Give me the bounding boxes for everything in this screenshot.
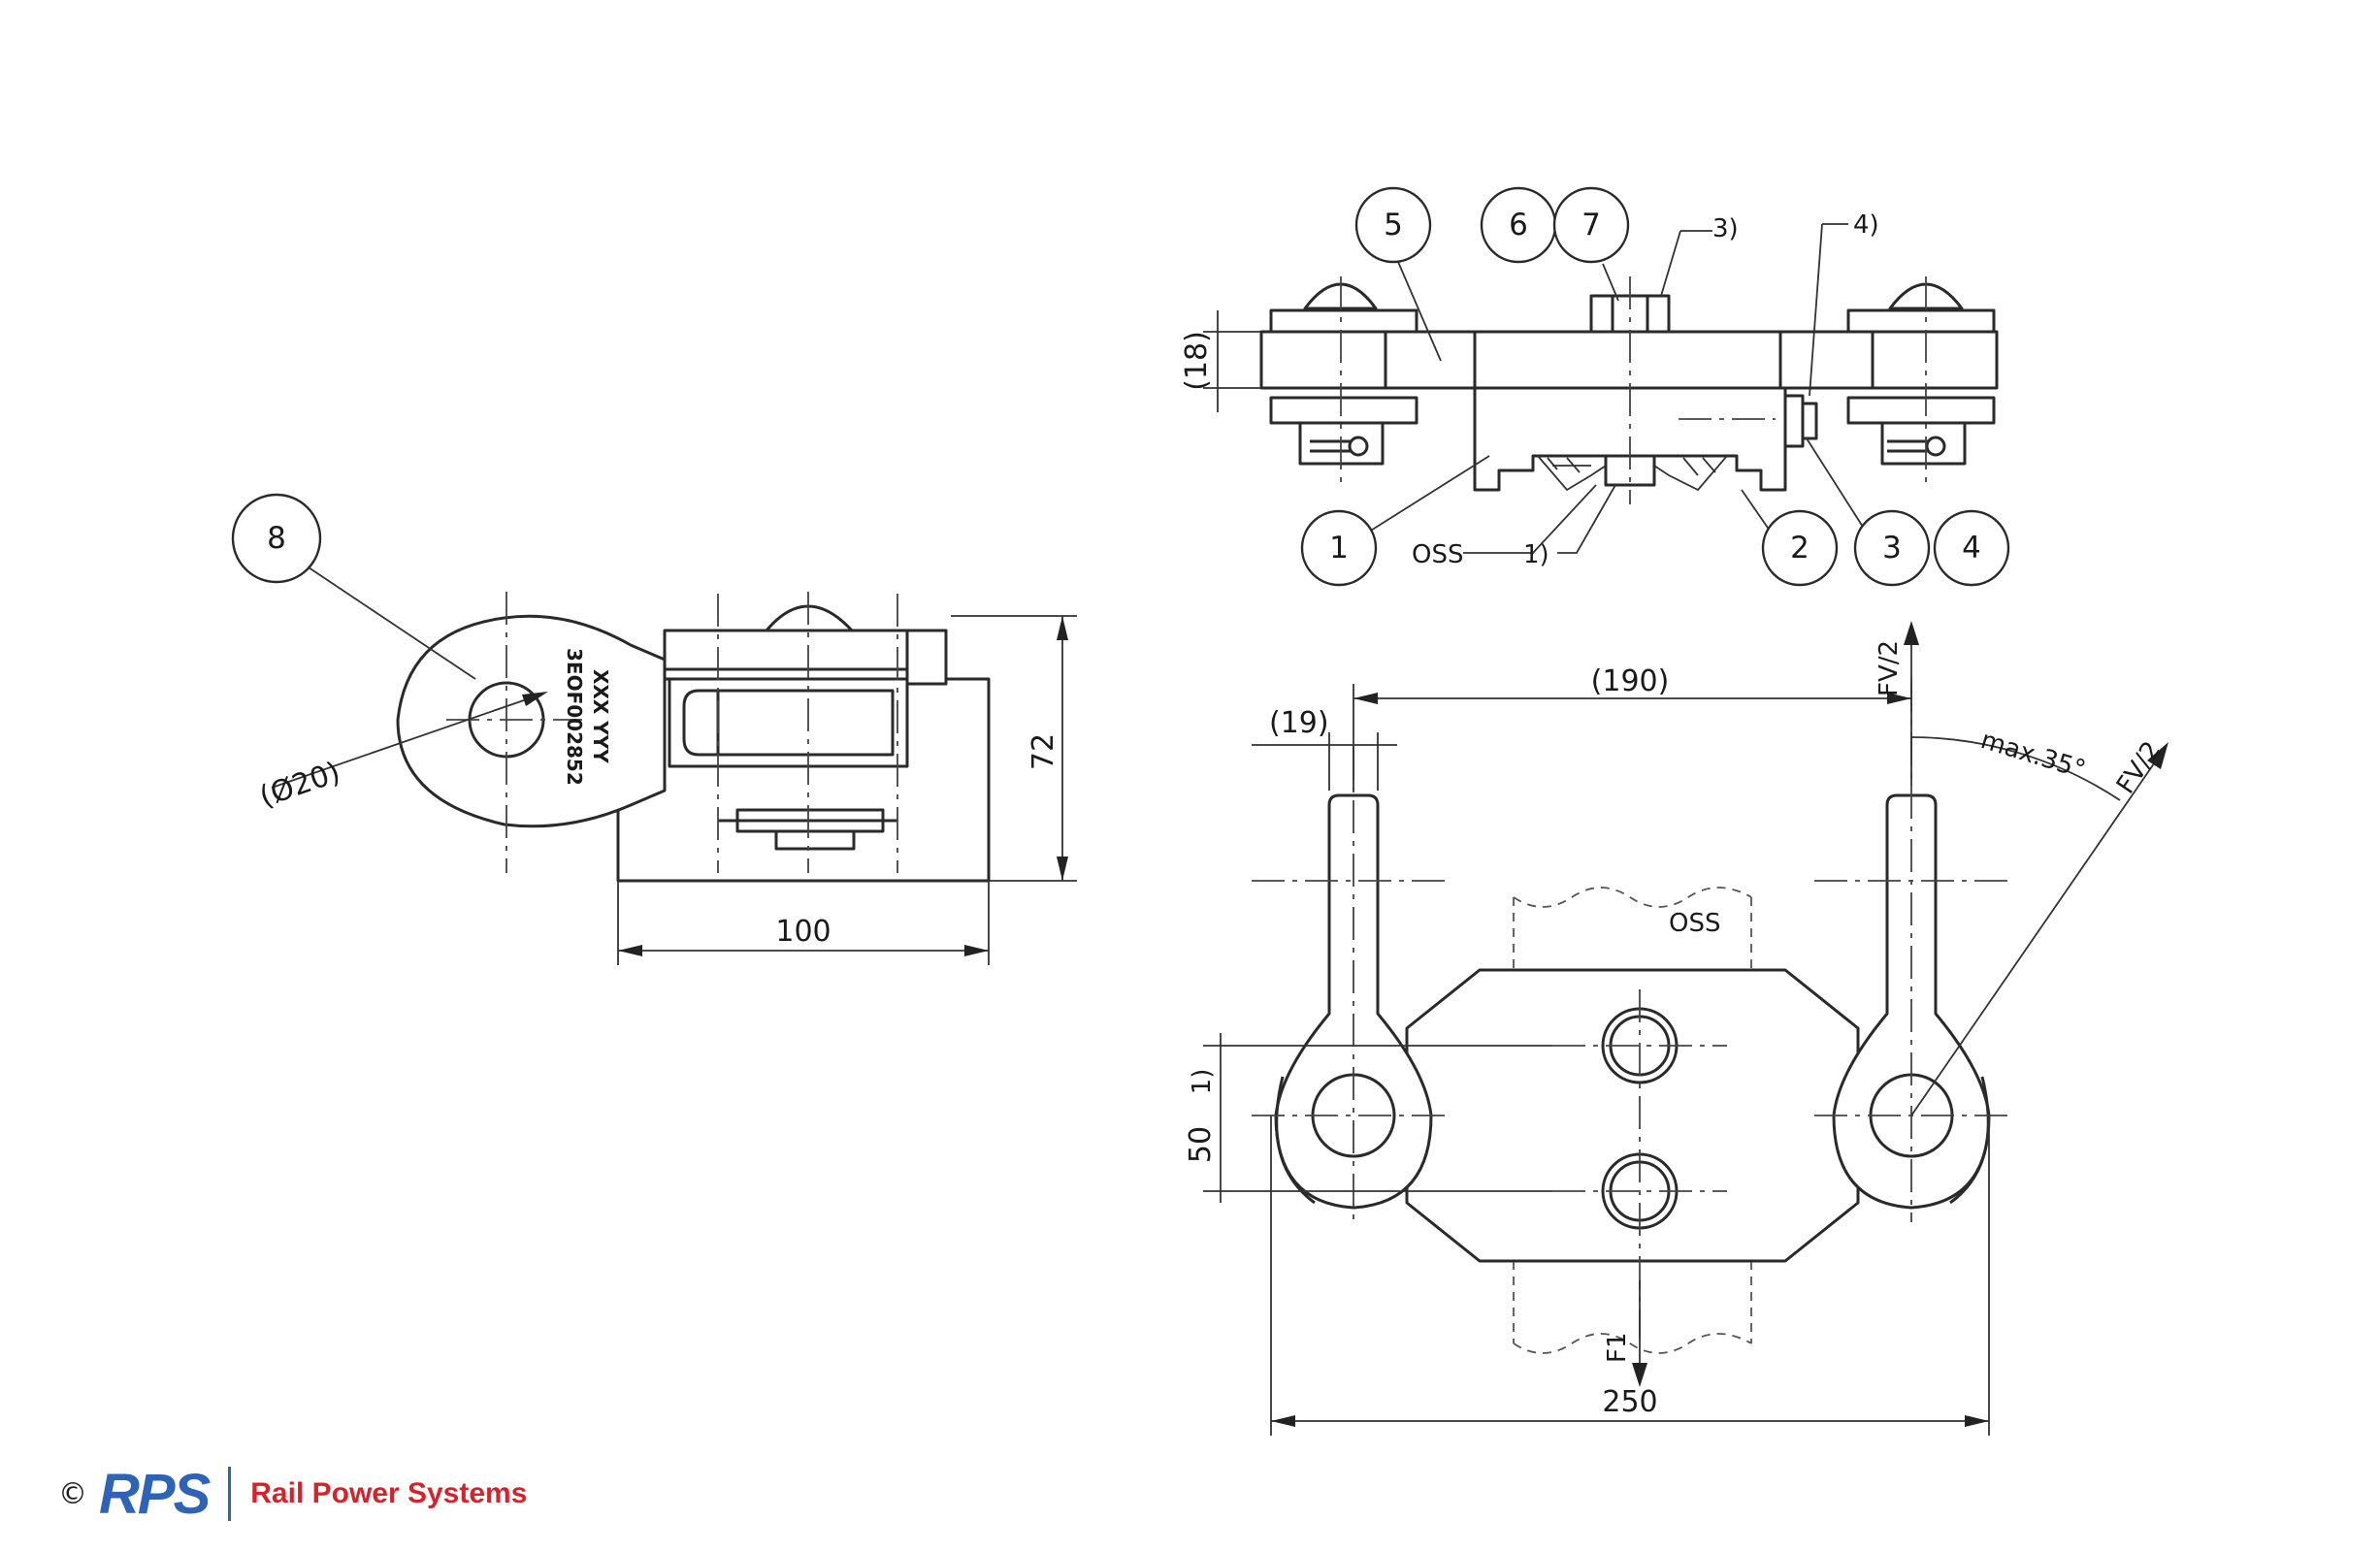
angle-label: max.35° xyxy=(1977,726,2089,785)
callout-6: 6 xyxy=(1509,208,1528,242)
callout-1: 1 xyxy=(1329,531,1349,566)
copyright-symbol: © xyxy=(58,1476,87,1511)
front-view: (18) 5 6 7 1 2 3 4 3) 4) OSS 1) xyxy=(1180,186,2010,587)
dim-50: 50 xyxy=(1184,1126,1218,1163)
note-1-plan: 1) xyxy=(1188,1069,1217,1095)
rps-logo: RPS xyxy=(99,1462,211,1526)
force-f1: F1 xyxy=(1603,1333,1632,1364)
note-3: 3) xyxy=(1712,214,1739,243)
callout-2: 2 xyxy=(1790,531,1809,566)
force-fv2-vertical: FV/2 xyxy=(1875,640,1904,696)
note-oss-top: OSS xyxy=(1412,540,1463,569)
callout-3: 3 xyxy=(1882,531,1902,566)
main-plate xyxy=(1259,330,1999,390)
footer-logo: © RPS Rail Power Systems xyxy=(58,1460,527,1528)
dim-190: (190) xyxy=(1591,664,1670,698)
logo-divider xyxy=(228,1467,232,1521)
company-name: Rail Power Systems xyxy=(250,1477,528,1509)
side-view: (Ø20) XXX YYY 3EOF002852 100 72 8 xyxy=(231,493,1077,965)
dim-19: (19) xyxy=(1269,706,1329,740)
note-oss-plan: OSS xyxy=(1669,909,1720,938)
dim-72: 72 xyxy=(1027,733,1060,770)
note-4: 4) xyxy=(1853,210,1879,240)
callout-8: 8 xyxy=(267,521,286,556)
dim-250: 250 xyxy=(1602,1385,1657,1419)
callout-7: 7 xyxy=(1581,208,1601,242)
note-1-top: 1) xyxy=(1523,540,1549,569)
dim-18: (18) xyxy=(1180,331,1214,391)
marking-line1: XXX YYY xyxy=(589,669,612,763)
callout-4: 4 xyxy=(1962,531,1981,566)
callout-5: 5 xyxy=(1384,208,1403,242)
plan-view: (190) (19) 50 1) 250 OSS max.35° FV/2 FV… xyxy=(1184,621,2168,1436)
dim-100: 100 xyxy=(775,915,831,949)
marking-line2: 3EOF002852 xyxy=(563,648,586,786)
dim-diameter: (Ø20) xyxy=(255,756,344,815)
